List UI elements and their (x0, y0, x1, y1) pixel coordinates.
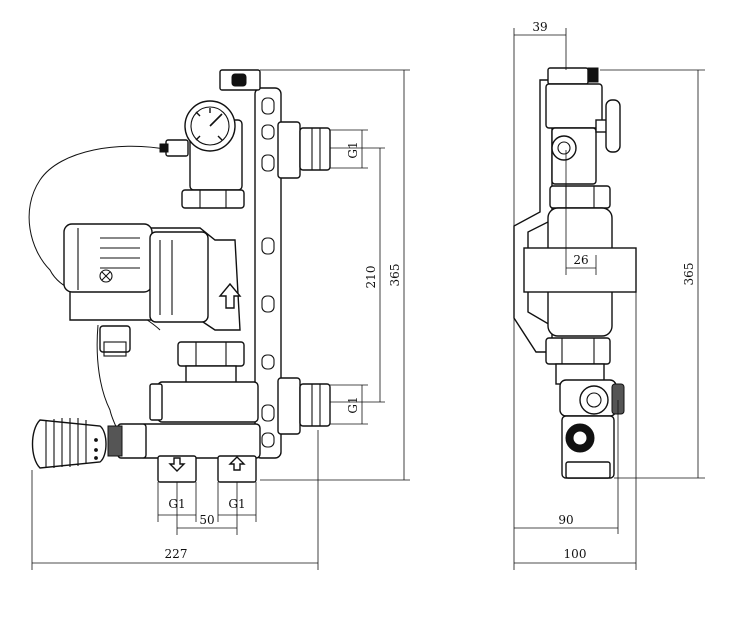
lower-nut (177, 341, 245, 367)
flow-arrow-icon (218, 282, 242, 309)
side-top-knob (587, 67, 599, 83)
side-height-dimension: 365 (682, 263, 696, 286)
front-height-dimension: 365 (388, 264, 402, 287)
side-view: 39 365 26 90 100 (513, 20, 705, 570)
side-mid-depth-dimension: 90 (558, 513, 573, 527)
mounting-bracket (254, 87, 282, 459)
air-vent (165, 139, 189, 157)
bracket-slot-3 (261, 154, 275, 172)
pump-bearing (149, 231, 209, 323)
upper-right-fitting (277, 121, 301, 179)
side-top-offset-dimension: 39 (532, 20, 547, 34)
left-outlet-arrow-icon (168, 457, 186, 472)
gauge-tick-1 (195, 111, 201, 117)
side-total-depth-dimension: 100 (564, 547, 587, 561)
right-outlet-arrow-icon (228, 456, 246, 471)
spacing-dimension: 50 (199, 513, 214, 527)
side-upper-valve-icon (579, 385, 609, 415)
pump-indicator-icon (99, 269, 113, 283)
side-gauge (605, 99, 621, 153)
side-port-icon (551, 135, 577, 161)
center-distance-dimension: 210 (364, 266, 378, 289)
bottom-manifold (139, 423, 261, 459)
bracket-slot-1 (261, 97, 275, 115)
manifold-flange (149, 383, 163, 421)
gauge-tick-3 (217, 135, 223, 141)
upper-nut (181, 189, 245, 209)
g1-top-dimension: G1 (346, 141, 360, 158)
bracket-slot-6 (261, 354, 275, 370)
side-pump-motor (523, 247, 637, 293)
front-view: 365 210 G1 G1 G1 G1 50 227 (28, 69, 410, 570)
gauge-dial (190, 106, 230, 146)
side-lower-nut (545, 337, 611, 365)
lower-right-fitting (277, 377, 301, 435)
upper-right-connector (299, 127, 331, 171)
bracket-slot-7 (261, 404, 275, 422)
side-upper-body (545, 83, 603, 129)
sensor-probe (99, 325, 131, 353)
air-vent-tip (159, 143, 169, 153)
bracket-slot-2 (261, 124, 275, 140)
top-cap-knob (231, 73, 247, 87)
side-inner-depth-dimension: 26 (573, 253, 588, 267)
bracket-slot-4 (261, 237, 275, 255)
bracket-slot-8 (261, 432, 275, 448)
lower-right-connector (299, 383, 331, 427)
front-width-dimension: 227 (165, 547, 188, 561)
side-top-cap (547, 67, 589, 85)
valve-collar (107, 425, 123, 457)
manifold-body (157, 381, 259, 423)
side-upper-nut (549, 185, 611, 209)
g1-mid-dimension: G1 (346, 396, 360, 413)
bracket-slot-5 (261, 295, 275, 313)
gauge-needle (209, 113, 223, 127)
gauge-tick-4 (195, 135, 201, 141)
thermostatic-head-icon (31, 419, 107, 469)
